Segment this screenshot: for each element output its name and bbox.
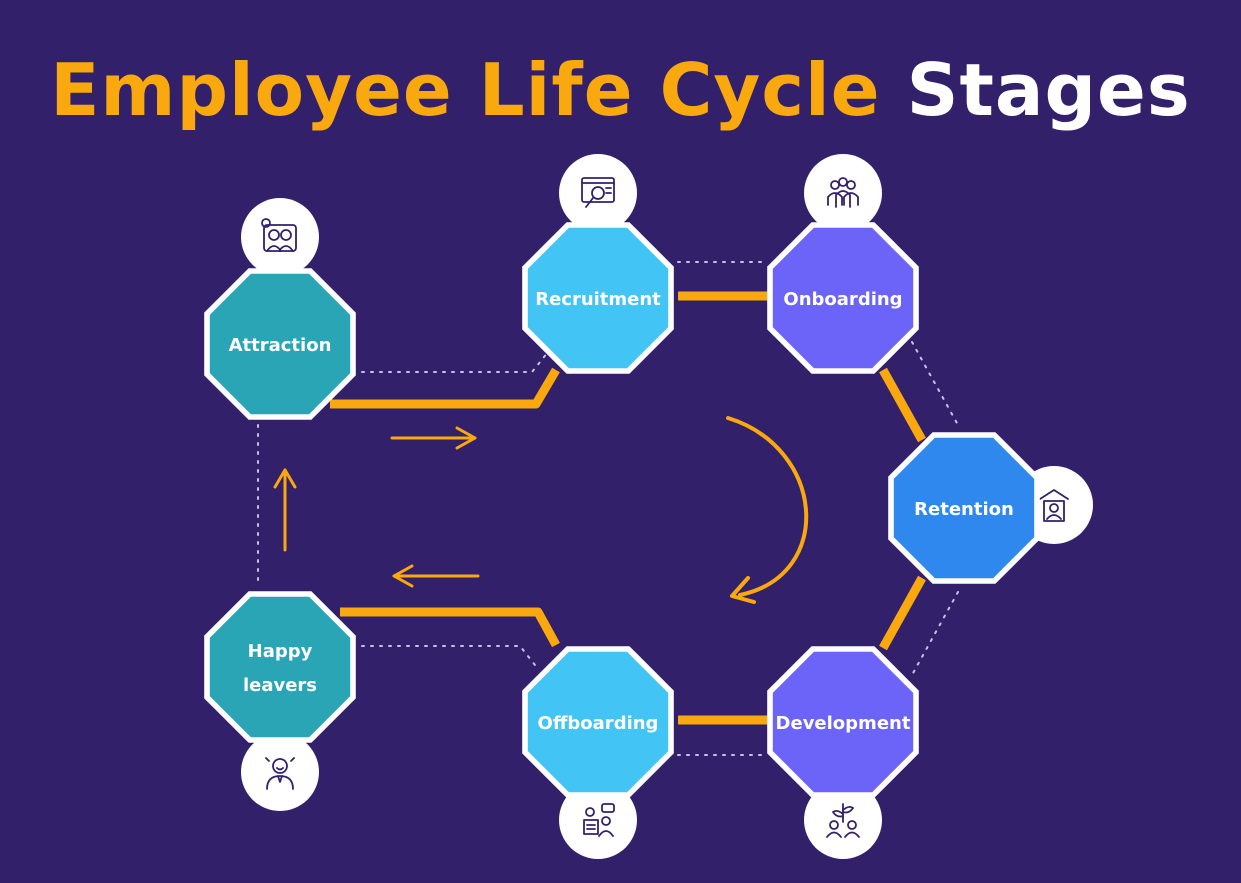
stage-onboarding-label: Onboarding bbox=[783, 289, 902, 310]
stage-recruitment-label: Recruitment bbox=[535, 289, 661, 310]
flow-arrow-left bbox=[392, 564, 480, 588]
stage-offboarding-shape bbox=[527, 651, 669, 793]
stage-offboarding: Offboarding bbox=[522, 646, 674, 859]
stage-development-label: Development bbox=[776, 713, 911, 734]
stage-development: Development bbox=[767, 646, 919, 859]
flow-arrow-up bbox=[273, 468, 297, 552]
stage-retention-label: Retention bbox=[914, 499, 1014, 520]
cycle-arc-arrow bbox=[726, 416, 809, 604]
couple-portrait-icon bbox=[241, 198, 319, 276]
cycle-path bbox=[330, 291, 926, 725]
stage-development-shape bbox=[772, 651, 914, 793]
stage-offboarding-label: Offboarding bbox=[538, 713, 659, 734]
dotted-connectors bbox=[257, 261, 959, 756]
stage-attraction: Attraction bbox=[204, 198, 356, 420]
stage-recruitment: Recruitment bbox=[522, 154, 674, 374]
title-rest: Stages bbox=[906, 48, 1191, 132]
page-title: Employee Life Cycle Stages bbox=[0, 40, 1241, 140]
stage-retention-shape bbox=[893, 437, 1035, 579]
stage-attraction-shape bbox=[209, 273, 351, 415]
stage-onboarding: Onboarding bbox=[767, 154, 919, 374]
stage-happy-leavers-shape bbox=[209, 596, 351, 738]
exit-interview-icon bbox=[559, 781, 637, 859]
stage-nodes: Attraction Recruitment OnboardingRetention… bbox=[204, 154, 1093, 859]
title-highlight: Employee Life Cycle bbox=[50, 48, 881, 132]
flow-arrow-right bbox=[390, 426, 477, 450]
stage-attraction-label: Attraction bbox=[229, 335, 332, 356]
team-group-icon bbox=[804, 154, 882, 232]
candidate-search-icon bbox=[559, 154, 637, 232]
smiling-person-icon bbox=[241, 733, 319, 811]
growth-plant-people-icon bbox=[804, 781, 882, 859]
stage-retention: Retention bbox=[888, 432, 1093, 584]
stage-recruitment-shape bbox=[527, 227, 669, 369]
stage-onboarding-shape bbox=[772, 227, 914, 369]
